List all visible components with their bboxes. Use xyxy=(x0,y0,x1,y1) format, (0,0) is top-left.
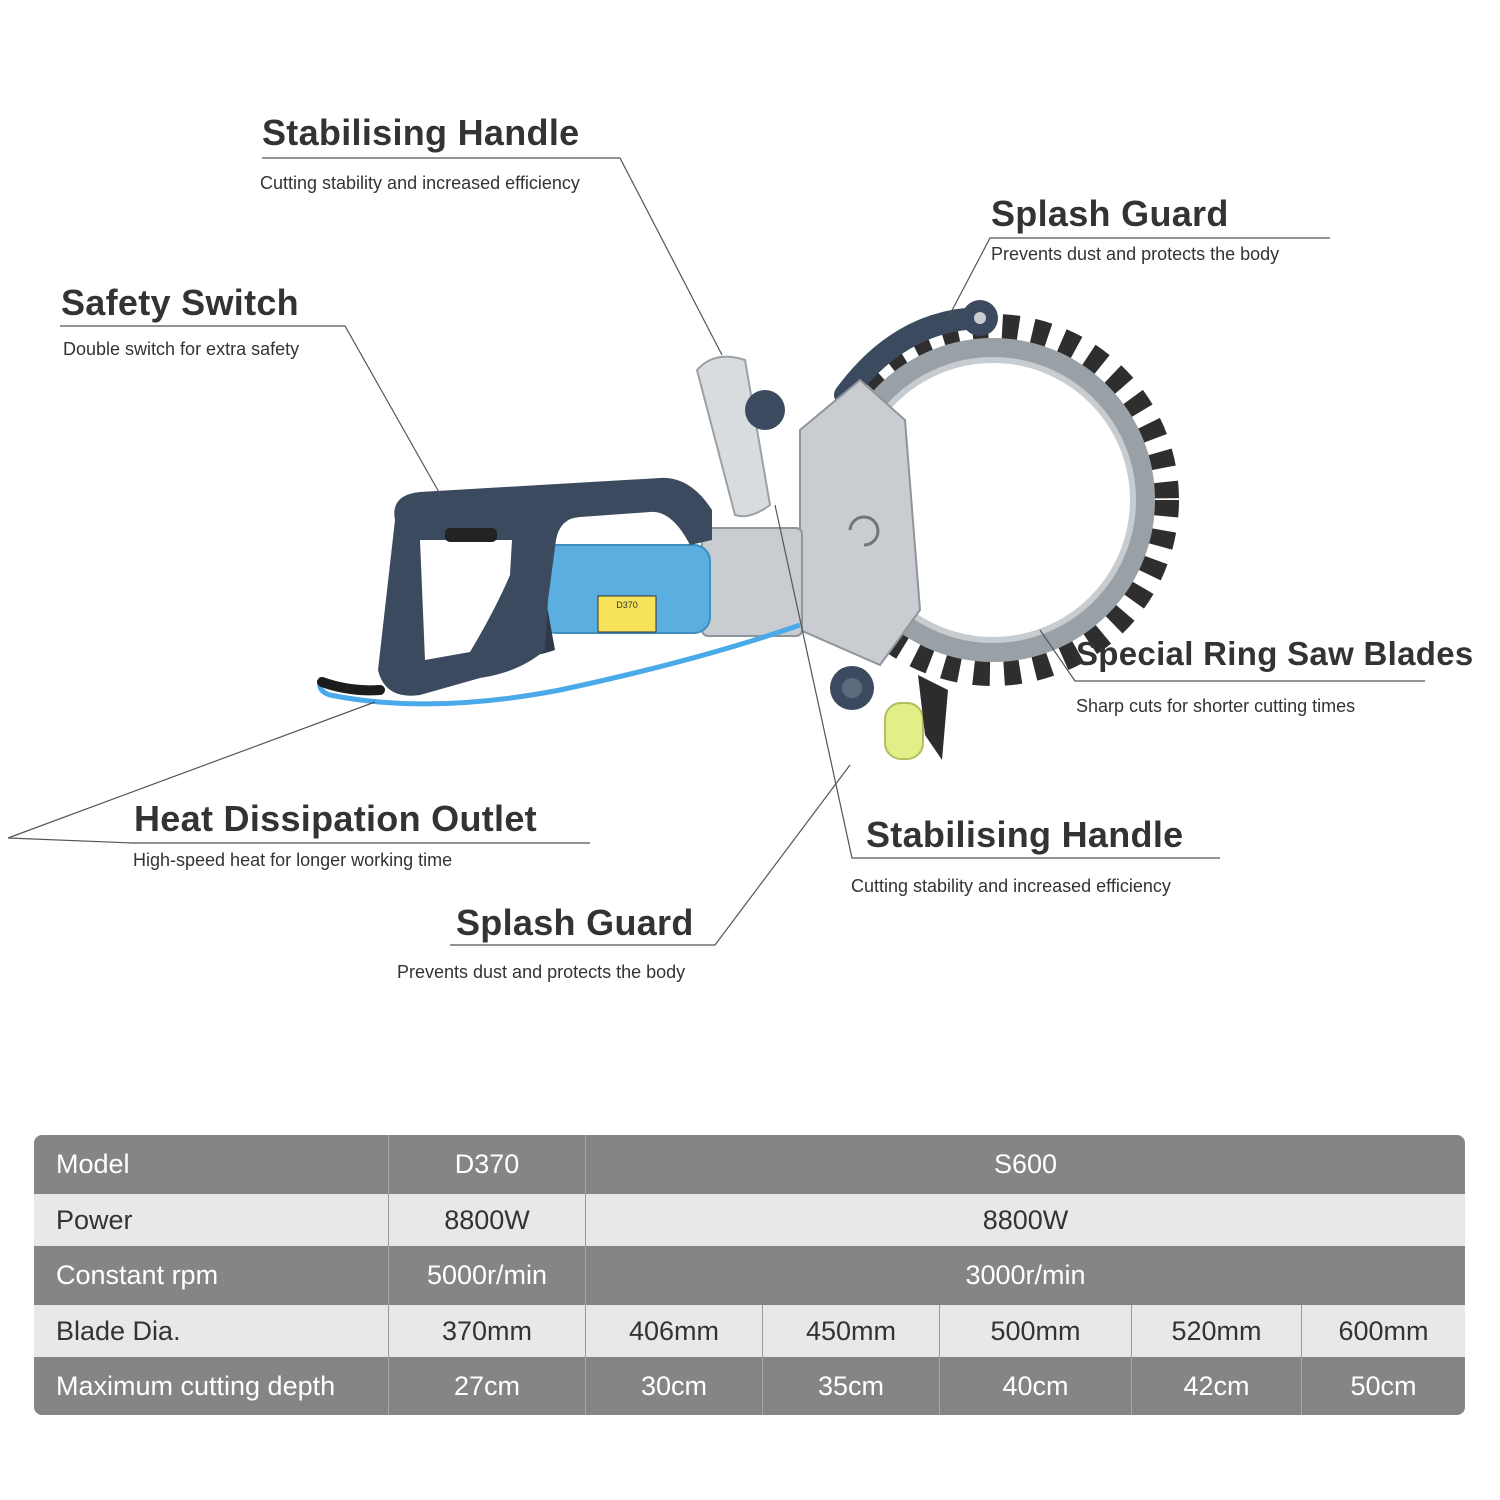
gearbox-body xyxy=(799,378,922,667)
callout-title: Splash Guard xyxy=(456,902,694,943)
ring-saw-illustration: D370 xyxy=(7,157,1425,946)
cell-blade-1: 406mm xyxy=(585,1305,762,1357)
leader-lines xyxy=(7,157,1425,946)
cell-s600: 8800W xyxy=(585,1194,1465,1246)
cell-d370: D370 xyxy=(388,1135,585,1194)
callout-title: Safety Switch xyxy=(61,282,299,323)
callout-title: Heat Dissipation Outlet xyxy=(134,798,537,839)
spec-table: Model D370 S600 Power 8800W 8800W Consta… xyxy=(34,1135,1465,1415)
callout-title: Stabilising Handle xyxy=(262,112,580,153)
row-label: Maximum cutting depth xyxy=(56,1370,336,1401)
cell-depth-1: 30cm xyxy=(585,1357,762,1415)
power-cable xyxy=(317,677,385,696)
spec-row-depth: Maximum cutting depth 27cm 30cm 35cm 40c… xyxy=(34,1357,1465,1415)
splash-guard-arc xyxy=(834,307,991,406)
cell-s600: 3000r/min xyxy=(585,1246,1465,1305)
cell-depth-3: 40cm xyxy=(939,1357,1131,1415)
row-label: Blade Dia. xyxy=(56,1315,181,1346)
callout-desc: Double switch for extra safety xyxy=(63,339,300,359)
water-hose xyxy=(317,622,801,707)
callout-title: Special Ring Saw Blades xyxy=(1076,635,1474,672)
callout-title: Stabilising Handle xyxy=(866,814,1184,855)
spec-row-model: Model D370 S600 xyxy=(34,1135,1465,1194)
spec-row-power: Power 8800W 8800W xyxy=(34,1194,1465,1246)
guide-roller xyxy=(884,702,924,760)
cell-blade-3: 500mm xyxy=(939,1305,1131,1357)
cell-depth-0: 27cm xyxy=(388,1357,585,1415)
callout-desc: Prevents dust and protects the body xyxy=(991,244,1280,264)
row-label: Power xyxy=(56,1204,133,1235)
cell-blade-4: 520mm xyxy=(1131,1305,1301,1357)
motor-label: D370 xyxy=(616,600,638,610)
cell-depth-5: 50cm xyxy=(1301,1357,1465,1415)
callout-desc: Prevents dust and protects the body xyxy=(397,962,686,982)
callout-desc: Sharp cuts for shorter cutting times xyxy=(1076,696,1356,716)
callout-desc: Cutting stability and increased efficien… xyxy=(260,173,580,193)
cell-blade-5: 600mm xyxy=(1301,1305,1465,1357)
cell-depth-4: 42cm xyxy=(1131,1357,1301,1415)
safety-trigger xyxy=(445,528,497,542)
cell-d370: 8800W xyxy=(388,1194,585,1246)
callout-title: Splash Guard xyxy=(991,193,1229,234)
cell-blade-2: 450mm xyxy=(762,1305,939,1357)
callout-desc: High-speed heat for longer working time xyxy=(133,850,453,870)
cell-depth-2: 35cm xyxy=(762,1357,939,1415)
callout-desc: Cutting stability and increased efficien… xyxy=(851,876,1171,896)
spec-row-rpm: Constant rpm 5000r/min 3000r/min xyxy=(34,1246,1465,1305)
cell-d370: 5000r/min xyxy=(388,1246,585,1305)
cell-blade-0: 370mm xyxy=(388,1305,585,1357)
top-handle-plate xyxy=(695,355,772,518)
spec-row-blade: Blade Dia. 370mm 406mm 450mm 500mm 520mm… xyxy=(34,1305,1465,1357)
top-knob xyxy=(745,390,785,430)
cell-s600: S600 xyxy=(585,1135,1465,1194)
row-label: Model xyxy=(56,1149,130,1179)
row-label: Constant rpm xyxy=(56,1260,219,1290)
